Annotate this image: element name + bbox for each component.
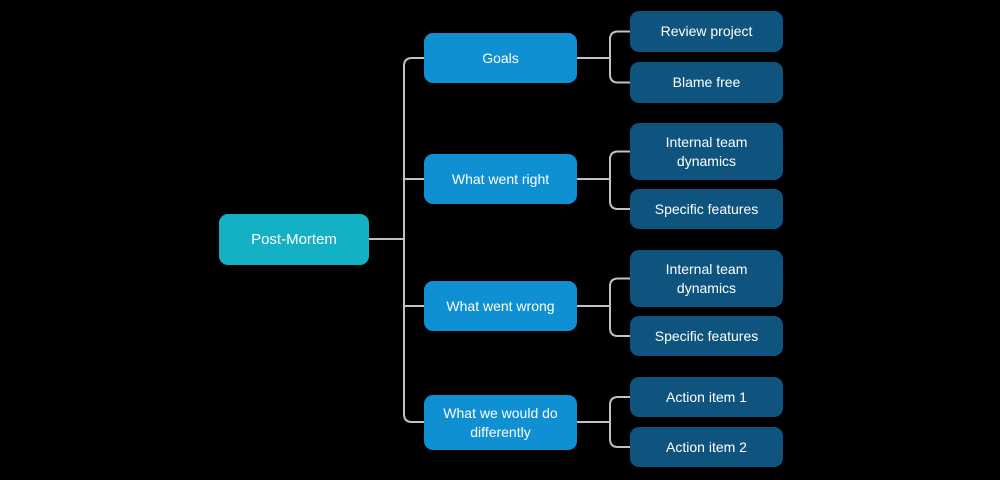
node-what-went-right[interactable]: What went right	[424, 154, 577, 204]
node-internal-team-dynamics-right[interactable]: Internal team dynamics	[630, 123, 783, 180]
node-action-item-2[interactable]: Action item 2	[630, 427, 783, 467]
node-specific-features-wrong[interactable]: Specific features	[630, 316, 783, 356]
node-goals[interactable]: Goals	[424, 33, 577, 83]
node-what-we-would-do-differently[interactable]: What we would do differently	[424, 395, 577, 450]
node-action-item-1[interactable]: Action item 1	[630, 377, 783, 417]
node-post-mortem[interactable]: Post-Mortem	[219, 214, 369, 265]
connector-branch-3-v	[609, 277, 630, 337]
node-what-went-wrong[interactable]: What went wrong	[424, 281, 577, 331]
node-review-project[interactable]: Review project	[630, 11, 783, 52]
connector-branch-4-v	[609, 396, 630, 448]
connector-branch-2-v	[609, 150, 630, 210]
node-internal-team-dynamics-wrong[interactable]: Internal team dynamics	[630, 250, 783, 307]
connector-branch-1-v	[609, 30, 630, 84]
node-specific-features-right[interactable]: Specific features	[630, 189, 783, 229]
connector-trunk	[403, 57, 424, 423]
node-blame-free[interactable]: Blame free	[630, 62, 783, 103]
